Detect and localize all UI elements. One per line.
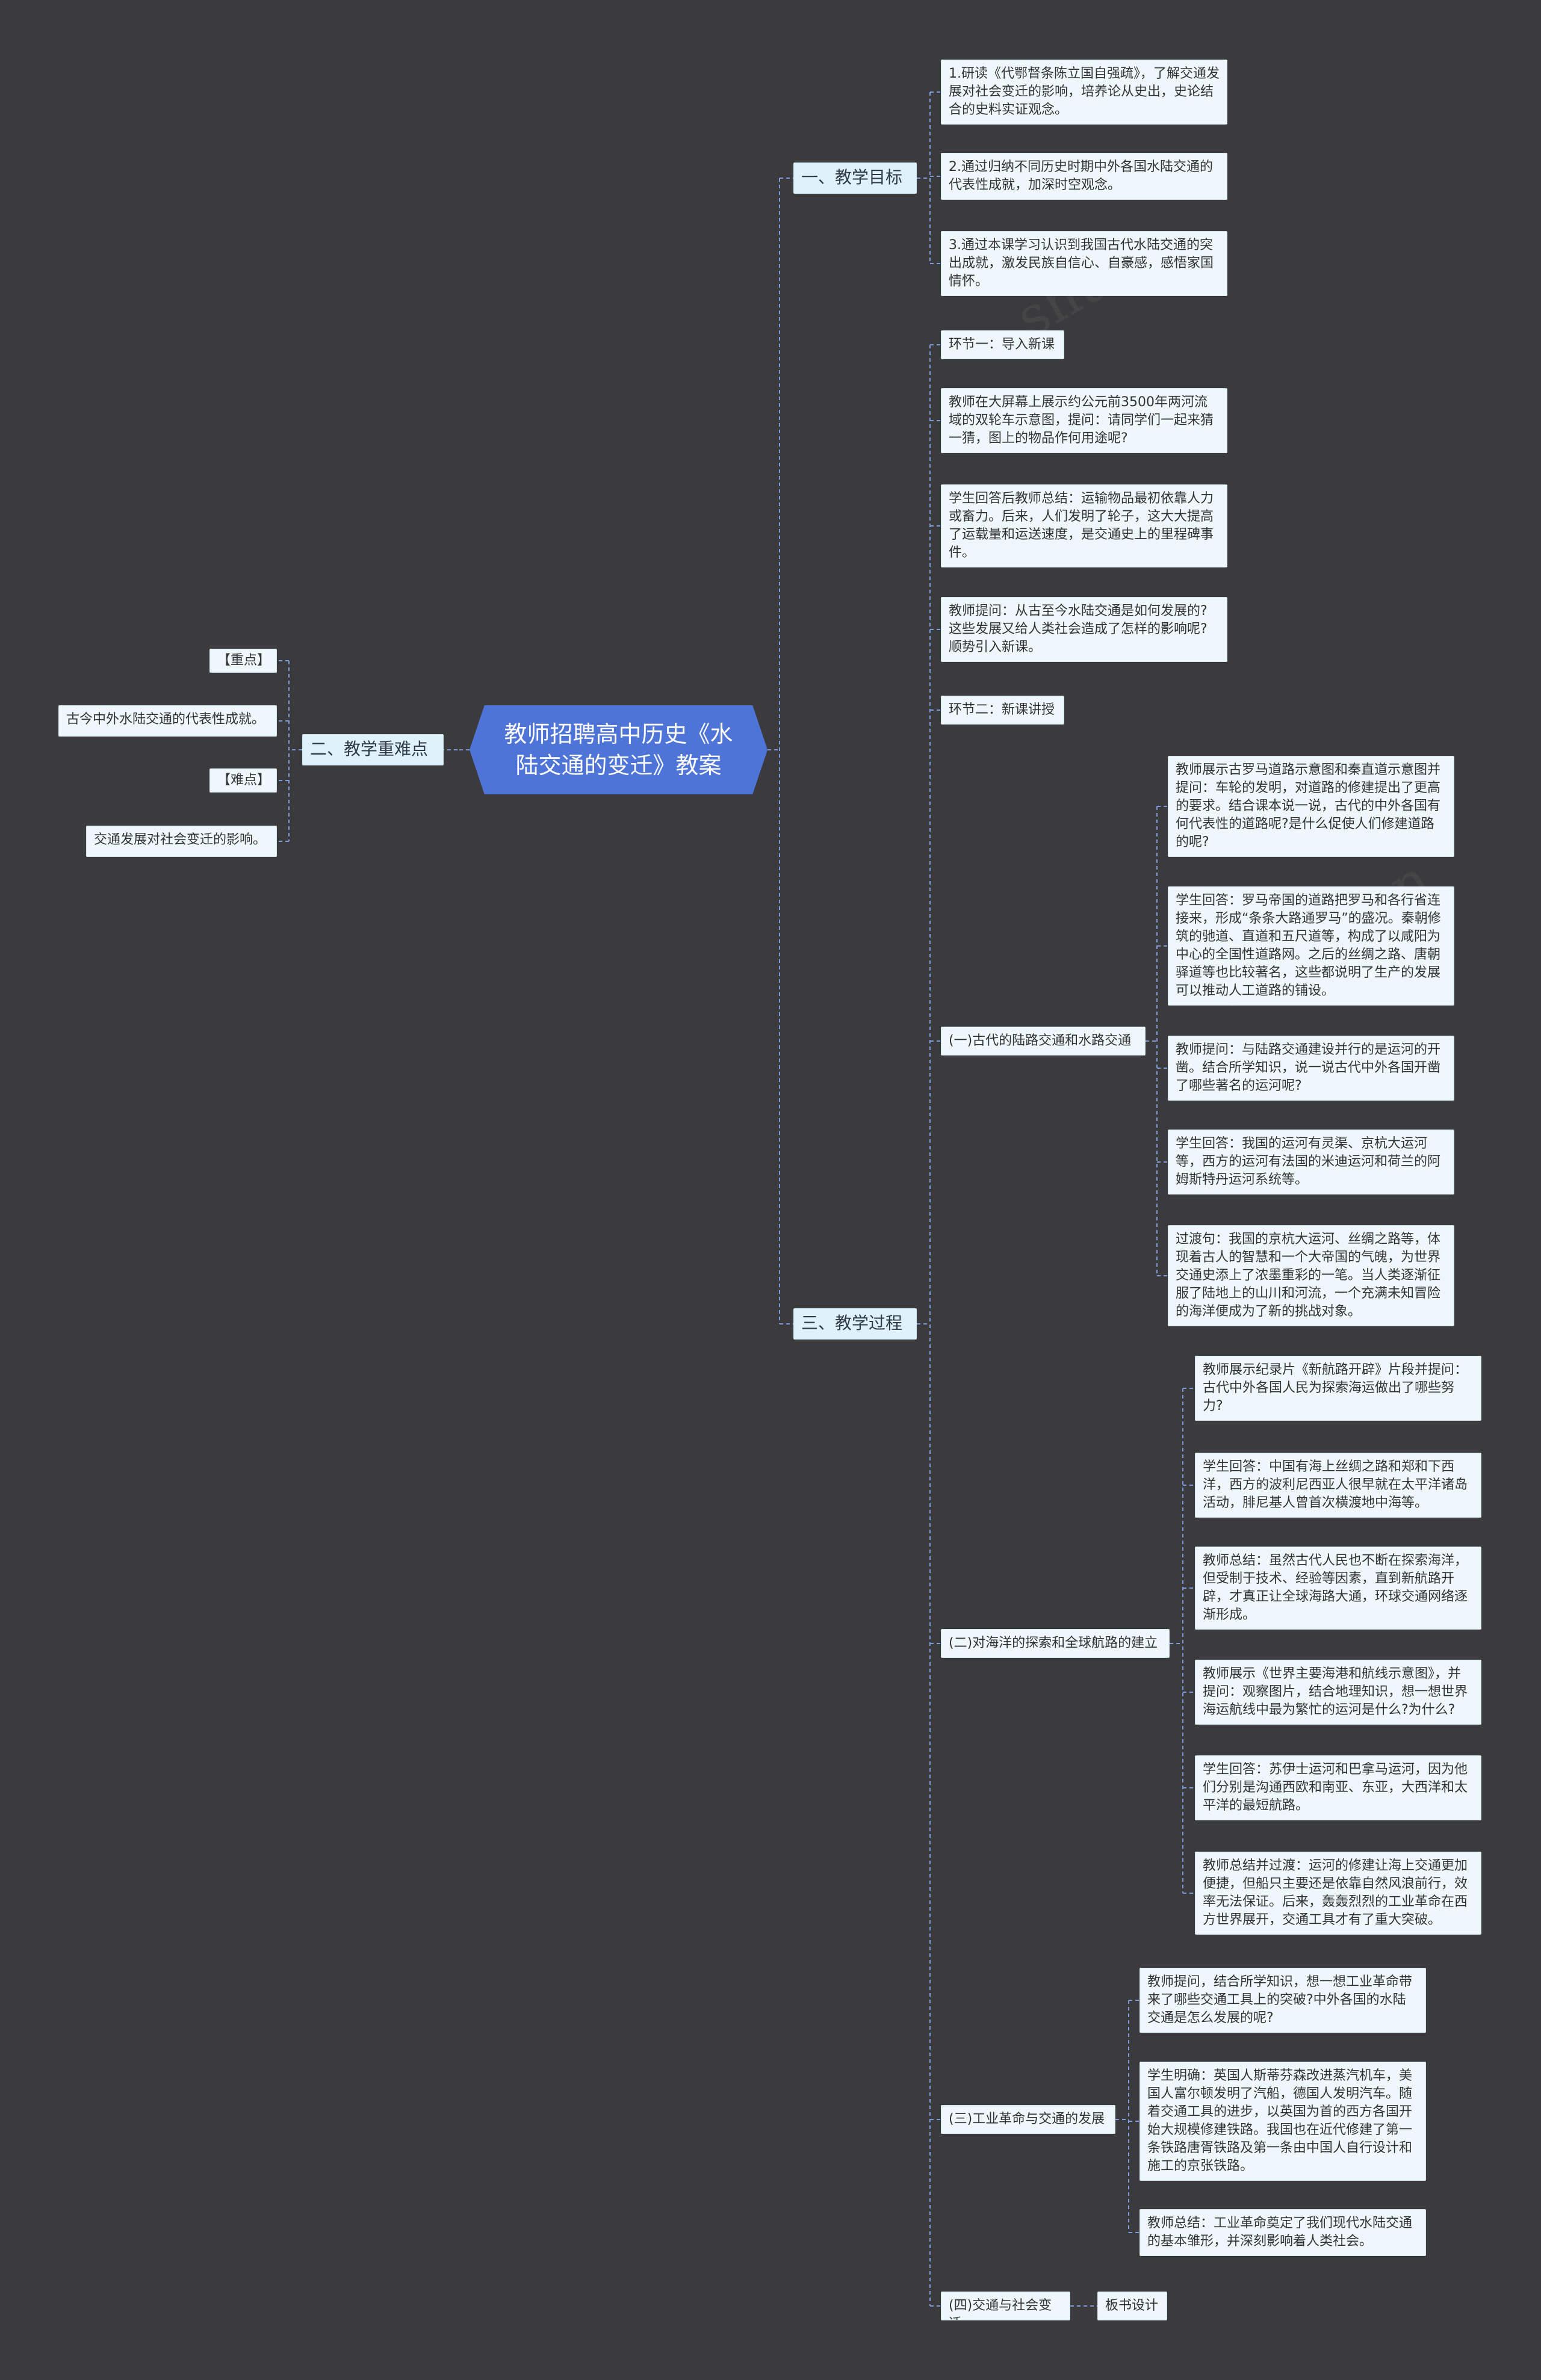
section2-item-5[interactable]: 学生回答：苏伊士运河和巴拿马运河，因为他们分别是沟通西欧和南亚、东亚，大西洋和太… — [1195, 1755, 1481, 1820]
section-ocean-exploration[interactable]: (二)对海洋的探索和全球航路的建立 — [941, 1629, 1170, 1658]
branch-teaching-goals[interactable]: 一、教学目标 — [793, 162, 917, 194]
intro-teacher-question[interactable]: 教师在大屏幕上展示约公元前3500年两河流域的双轮车示意图，提问：请同学们一起来… — [941, 388, 1227, 453]
section2-item-3[interactable]: 教师总结：虽然古代人民也不断在探索海洋，但受制于技术、经验等因素，直到新航路开辟… — [1195, 1547, 1481, 1630]
intro-step-1[interactable]: 环节一：导入新课 — [941, 330, 1064, 359]
root-topic[interactable]: 教师招聘高中历史《水陆交通的变迁》教案 — [470, 705, 767, 794]
branch-teaching-process[interactable]: 三、教学过程 — [793, 1308, 917, 1340]
section-transport-society[interactable]: (四)交通与社会变迁 — [941, 2292, 1070, 2320]
section-industrial-revolution[interactable]: (三)工业革命与交通的发展 — [941, 2105, 1115, 2134]
blackboard-design[interactable]: 板书设计 — [1097, 2292, 1167, 2320]
section2-item-2[interactable]: 学生回答：中国有海上丝绸之路和郑和下西洋，西方的波利尼西亚人很早就在太平洋诸岛活… — [1195, 1453, 1481, 1518]
intro-step-2[interactable]: 环节二：新课讲授 — [941, 696, 1064, 725]
section3-item-3[interactable]: 教师总结：工业革命奠定了我们现代水陆交通的基本雏形，并深刻影响着人类社会。 — [1139, 2209, 1426, 2256]
difficult-point-tag[interactable]: 【难点】 — [209, 768, 277, 793]
section2-item-1[interactable]: 教师展示纪录片《新航路开辟》片段并提问：古代中外各国人民为探索海运做出了哪些努力… — [1195, 1356, 1481, 1421]
section1-item-1[interactable]: 教师展示古罗马道路示意图和秦直道示意图并提问：车轮的发明，对道路的修建提出了更高… — [1168, 756, 1454, 857]
section1-item-3[interactable]: 教师提问：与陆路交通建设并行的是运河的开凿。结合所学知识，说一说古代中外各国开凿… — [1168, 1036, 1454, 1101]
goal-item-1[interactable]: 1.研读《代鄂督条陈立国自强疏》，了解交通发展对社会变迁的影响，培养论从史出，史… — [941, 60, 1227, 125]
section-ancient-transport[interactable]: (一)古代的陆路交通和水路交通 — [941, 1027, 1146, 1056]
section1-item-2[interactable]: 学生回答：罗马帝国的道路把罗马和各行省连接来，形成“条条大路通罗马”的盛况。秦朝… — [1168, 886, 1454, 1006]
section2-item-4[interactable]: 教师展示《世界主要海港和航线示意图》，并提问：观察图片，结合地理知识，想一想世界… — [1195, 1660, 1481, 1725]
section3-item-1[interactable]: 教师提问，结合所学知识，想一想工业革命带来了哪些交通工具上的突破?中外各国的水陆… — [1139, 1968, 1426, 2033]
section3-item-2[interactable]: 学生明确：英国人斯蒂芬森改进蒸汽机车，美国人富尔顿发明了汽船，德国人发明汽车。随… — [1139, 2062, 1426, 2181]
key-point-tag[interactable]: 【重点】 — [209, 649, 277, 673]
section2-item-6[interactable]: 教师总结并过渡：运河的修建让海上交通更加便捷，但船只主要还是依靠自然风浪前行，效… — [1195, 1852, 1481, 1935]
intro-teacher-summary[interactable]: 学生回答后教师总结：运输物品最初依靠人力或畜力。后来，人们发明了轮子，这大大提高… — [941, 484, 1227, 567]
section1-item-4[interactable]: 学生回答：我国的运河有灵渠、京杭大运河等，西方的运河有法国的米迪运河和荷兰的阿姆… — [1168, 1130, 1454, 1195]
goal-item-2[interactable]: 2.通过归纳不同历史时期中外各国水陆交通的代表性成就，加深时空观念。 — [941, 153, 1227, 200]
difficult-point-text[interactable]: 交通发展对社会变迁的影响。 — [86, 826, 277, 857]
branch-key-difficult-points[interactable]: 二、教学重难点 — [302, 734, 444, 765]
goal-item-3[interactable]: 3.通过本课学习认识到我国古代水陆交通的突出成就，激发民族自信心、自豪感，感悟家… — [941, 231, 1227, 296]
section1-item-5[interactable]: 过渡句：我国的京杭大运河、丝绸之路等，体现着古人的智慧和一个大帝国的气魄，为世界… — [1168, 1225, 1454, 1326]
intro-lead-in[interactable]: 教师提问：从古至今水陆交通是如何发展的?这些发展又给人类社会造成了怎样的影响呢?… — [941, 597, 1227, 662]
key-point-text[interactable]: 古今中外水陆交通的代表性成就。 — [58, 705, 277, 737]
